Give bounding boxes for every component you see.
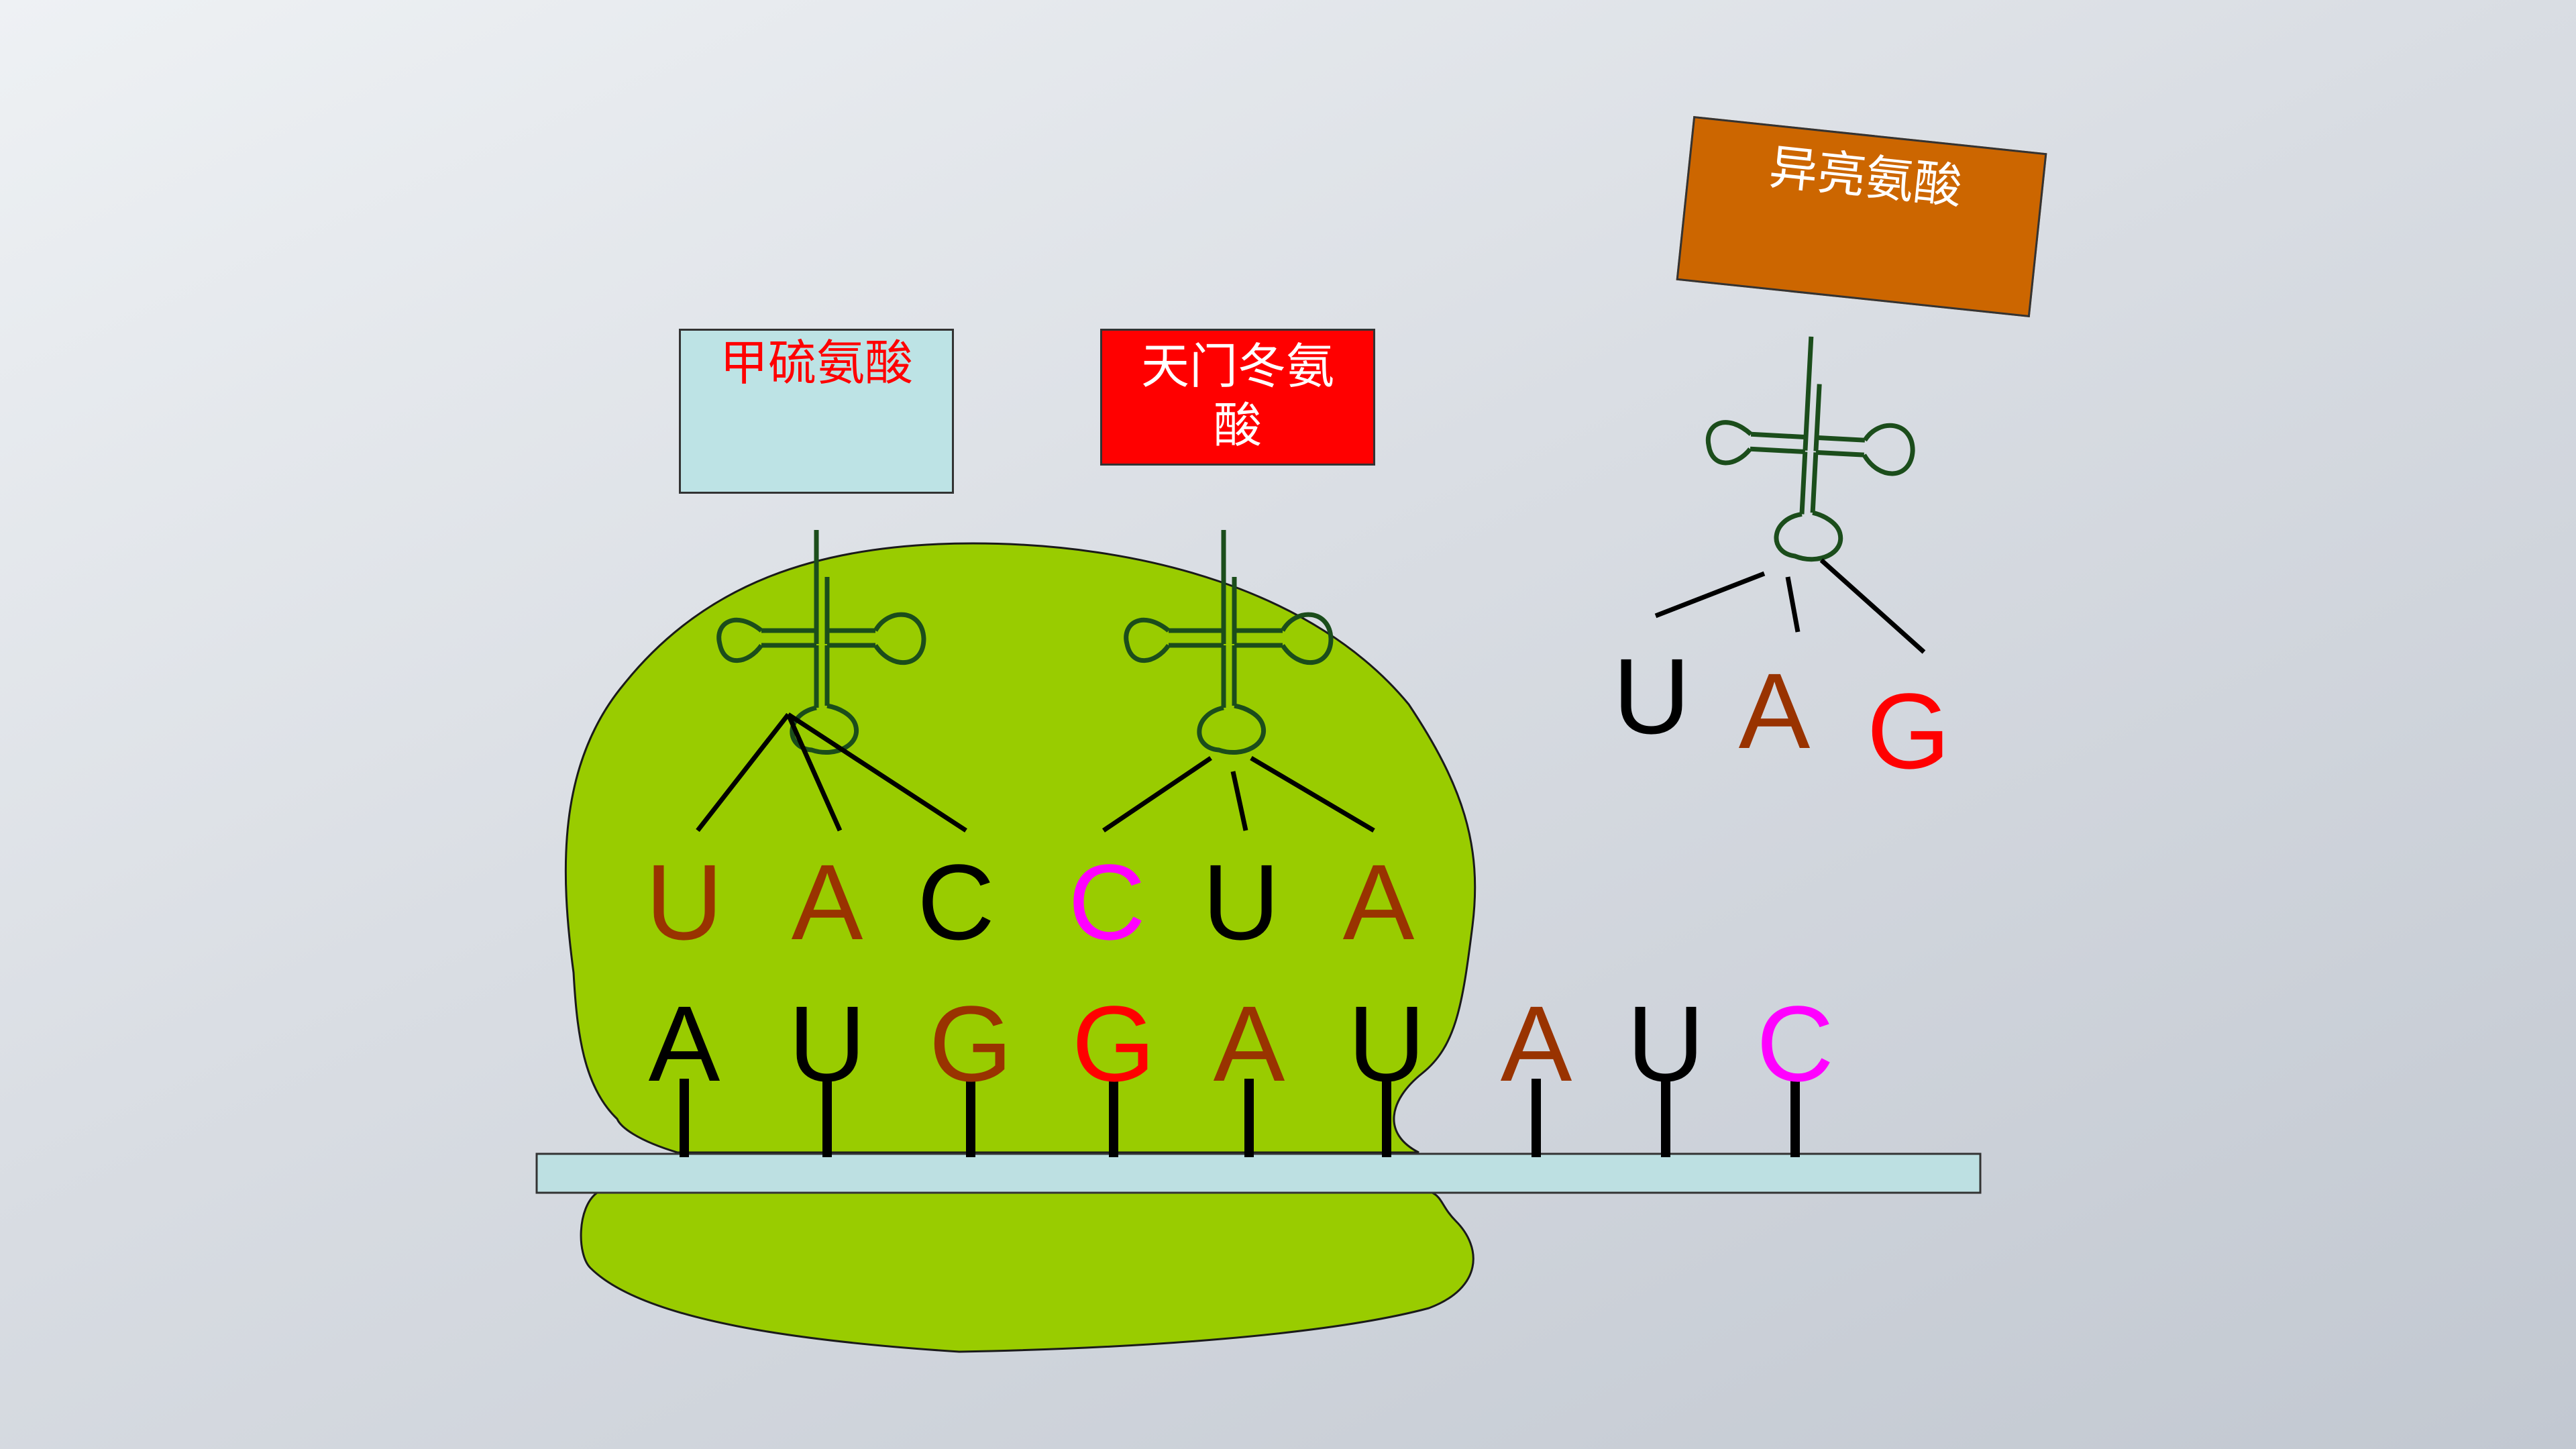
trna-anticodon-leg [786, 713, 843, 832]
mrna-base-2: U [788, 983, 866, 1104]
anticodon-base-5: U [1202, 842, 1280, 962]
anticodon-base-6: A [1342, 842, 1415, 962]
incoming-base-1: U [1613, 636, 1690, 756]
amino-acid-aspartate-box: 天门冬氨酸 [1100, 329, 1375, 466]
mrna-base-8: U [1627, 983, 1705, 1104]
trna-anticodon-leg [1102, 756, 1212, 833]
mrna-base-ticks [680, 1079, 1800, 1157]
mrna-strand [535, 1152, 1982, 1194]
trna-anticodon-leg [1230, 771, 1248, 831]
ribosome-small-subunit [580, 1191, 1474, 1353]
trna-anticodon-leg [1654, 571, 1766, 619]
trna-anticodon-leg [1785, 576, 1801, 633]
trna-anticodon-leg [696, 712, 790, 833]
amino-acid-methionine-label: 甲硫氨酸 [719, 337, 913, 390]
mrna-base-7: A [1500, 983, 1572, 1104]
anticodon-base-1: U [645, 842, 723, 962]
incoming-base-3: G [1866, 671, 1951, 791]
trna-anticodon-leg [787, 712, 967, 833]
mrna-base-9: C [1756, 983, 1834, 1104]
mrna-base-6: U [1348, 983, 1426, 1104]
mrna-base-1: A [648, 983, 720, 1104]
trna-anticodon-leg [1819, 558, 1926, 654]
anticodon-base-4: C [1068, 842, 1146, 962]
mrna-base-5: A [1213, 983, 1285, 1104]
amino-acid-aspartate-label: 天门冬氨酸 [1140, 340, 1334, 453]
mrna-base-4: G [1071, 983, 1156, 1104]
trna-isoleucine [1705, 336, 1915, 562]
trna-aspartate [1124, 530, 1334, 755]
anticodon-base-2: A [791, 842, 863, 962]
trna-anticodon-leg [1250, 755, 1375, 833]
amino-acid-methionine-box: 甲硫氨酸 [679, 329, 954, 494]
mrna-base-3: G [928, 983, 1013, 1104]
anticodon-base-3: C [917, 842, 995, 962]
amino-acid-isoleucine-label: 异亮氨酸 [1766, 140, 1965, 215]
incoming-base-2: A [1738, 651, 1811, 771]
ribosome-large-subunit [564, 542, 1477, 1154]
trna-layer [696, 336, 1926, 833]
